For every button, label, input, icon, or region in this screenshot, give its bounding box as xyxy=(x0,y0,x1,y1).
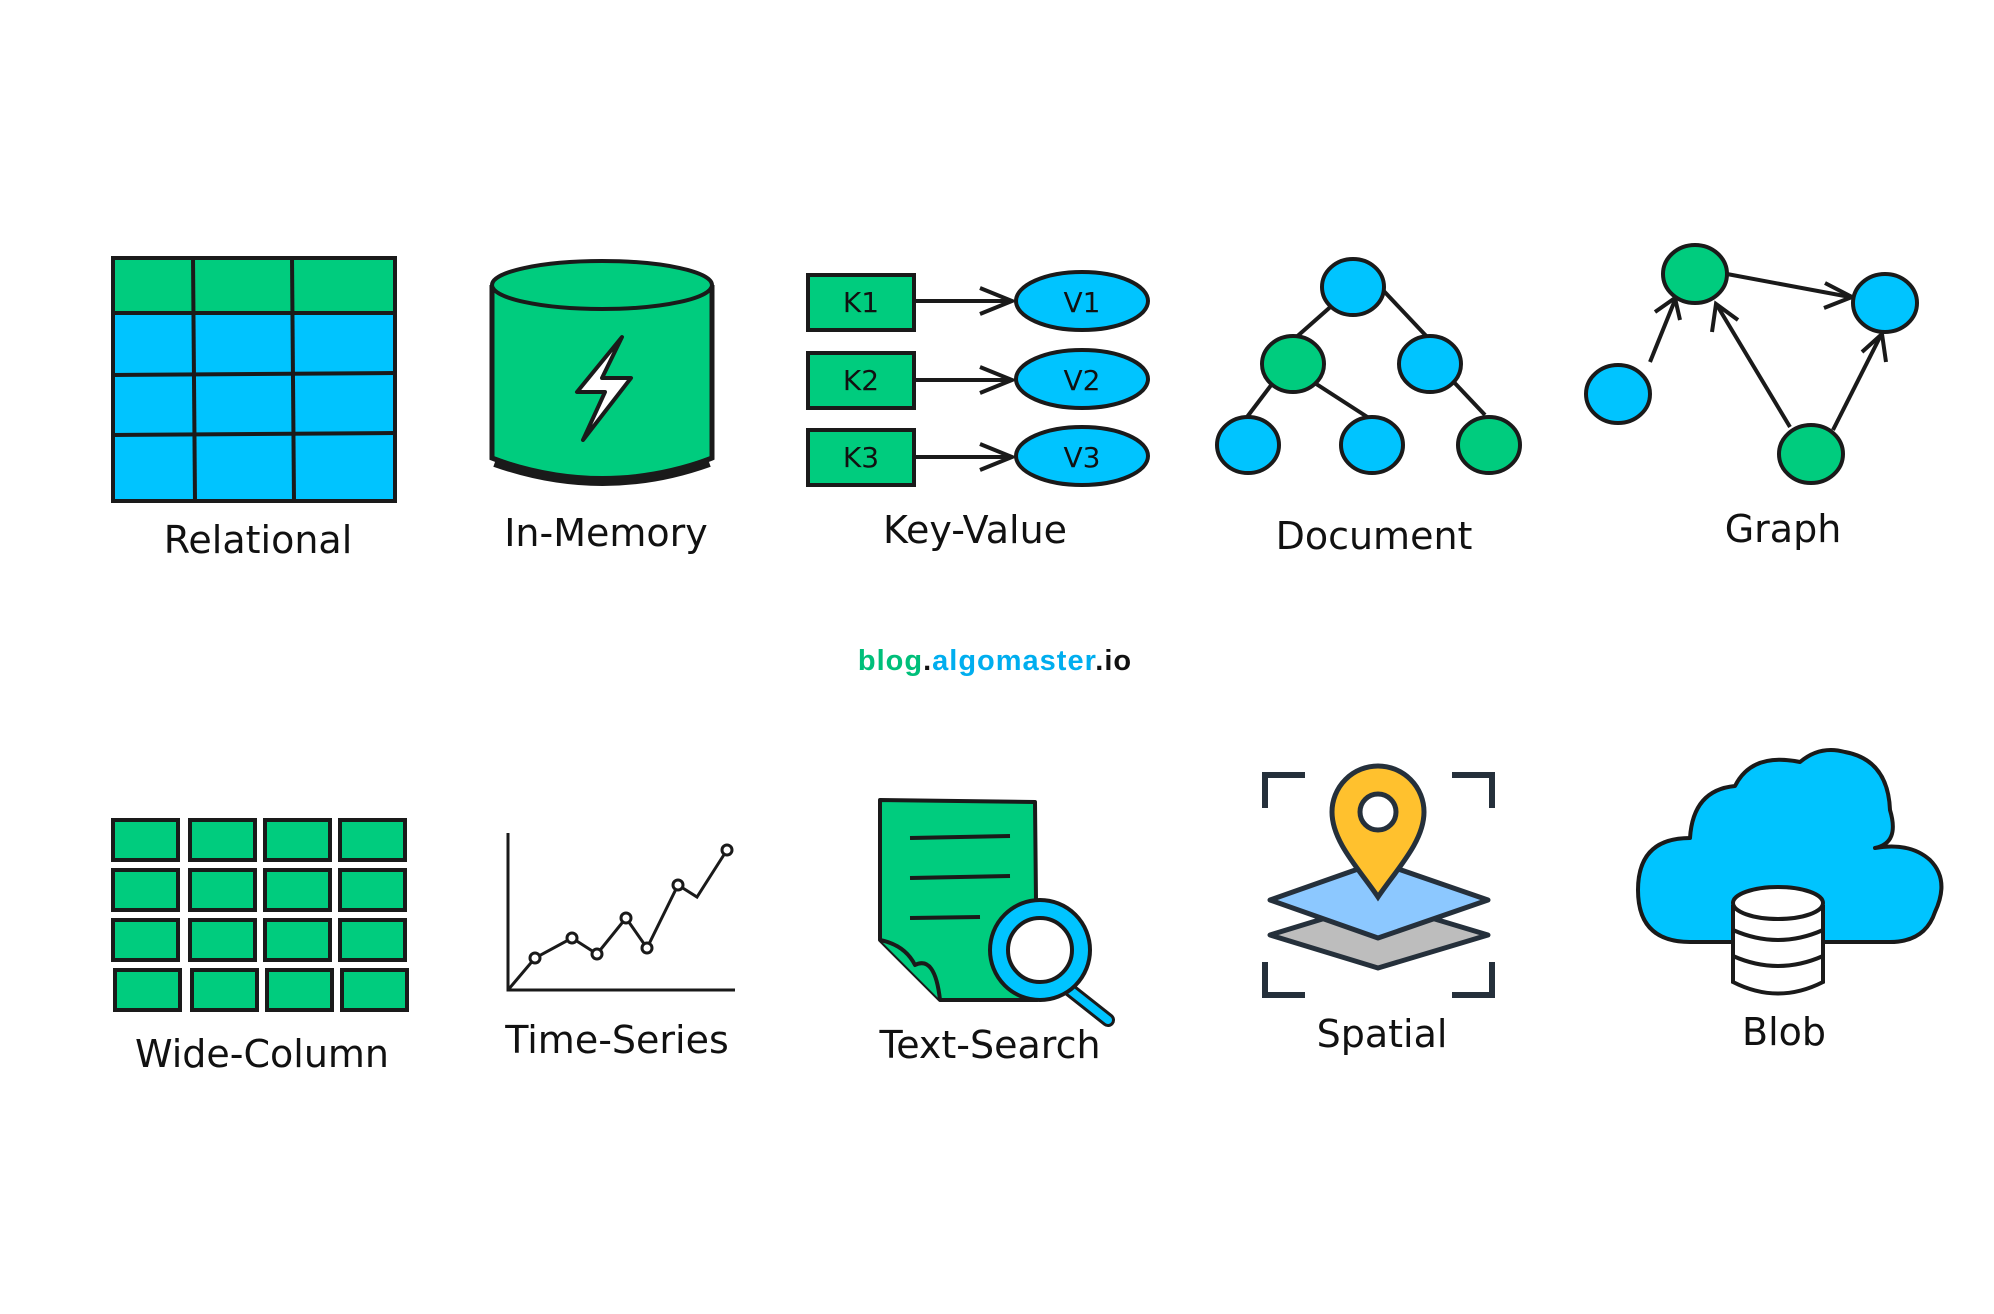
wide-column-cell xyxy=(113,968,182,1012)
text-search-label: Text-Search xyxy=(878,1023,1100,1067)
brand-dot: . xyxy=(1095,645,1104,677)
key-1: K1 xyxy=(843,286,879,319)
key-value-label: Key-Value xyxy=(883,508,1067,552)
in-memory-icon xyxy=(489,259,715,486)
brand-part-algomaster: algomaster xyxy=(932,645,1095,677)
blob-label: Blob xyxy=(1742,1010,1826,1054)
value-ellipse xyxy=(1014,270,1150,332)
lightning-icon xyxy=(575,335,633,442)
wide-column-cell xyxy=(111,868,180,912)
graph-icon xyxy=(1584,243,1919,485)
wide-column-cell xyxy=(263,818,332,862)
wide-column-cell xyxy=(190,968,259,1012)
wide-column-label: Wide-Column xyxy=(135,1032,389,1076)
wide-column-cell xyxy=(340,968,409,1012)
relational-icon xyxy=(111,256,397,503)
key-3: K3 xyxy=(843,441,879,474)
value-ellipse xyxy=(1014,348,1150,410)
location-pin-icon xyxy=(1329,763,1427,902)
spatial-icon xyxy=(1262,772,1495,998)
wide-column-cell xyxy=(111,818,180,862)
value-3: V3 xyxy=(1064,441,1101,474)
wide-column-cell xyxy=(263,918,332,962)
brand-text: blog.algomaster.io xyxy=(858,645,1132,677)
blob-icon xyxy=(1636,748,1944,996)
value-2: V2 xyxy=(1064,364,1101,397)
brand-part-io: io xyxy=(1104,645,1132,677)
wide-column-cell xyxy=(338,818,407,862)
wide-column-cell xyxy=(263,868,332,912)
value-1: V1 xyxy=(1064,286,1101,319)
key-box xyxy=(806,351,916,410)
brand-dot: . xyxy=(923,645,932,677)
wide-column-icon xyxy=(111,818,409,1012)
key-2: K2 xyxy=(843,364,879,397)
text-search-icon xyxy=(878,798,1115,1027)
key-box xyxy=(806,273,916,332)
graph-label: Graph xyxy=(1725,507,1842,551)
wide-column-cell xyxy=(188,918,257,962)
in-memory-label: In-Memory xyxy=(504,511,708,555)
relational-label: Relational xyxy=(164,518,353,562)
wide-column-cell xyxy=(188,818,257,862)
wide-column-cell xyxy=(265,968,334,1012)
document-label: Document xyxy=(1276,514,1473,558)
wide-column-cell xyxy=(188,868,257,912)
wide-column-cell xyxy=(338,918,407,962)
time-series-label: Time-Series xyxy=(504,1018,729,1062)
key-value-icon xyxy=(806,270,1150,487)
document-icon xyxy=(1215,257,1522,475)
cloud-icon xyxy=(1636,748,1944,944)
wide-column-cell xyxy=(338,868,407,912)
brand-part-blog: blog xyxy=(858,645,923,677)
database-icon xyxy=(1731,885,1825,996)
spatial-label: Spatial xyxy=(1317,1012,1448,1056)
value-ellipse xyxy=(1014,425,1150,487)
wide-column-cell xyxy=(111,918,180,962)
time-series-icon xyxy=(506,833,735,992)
